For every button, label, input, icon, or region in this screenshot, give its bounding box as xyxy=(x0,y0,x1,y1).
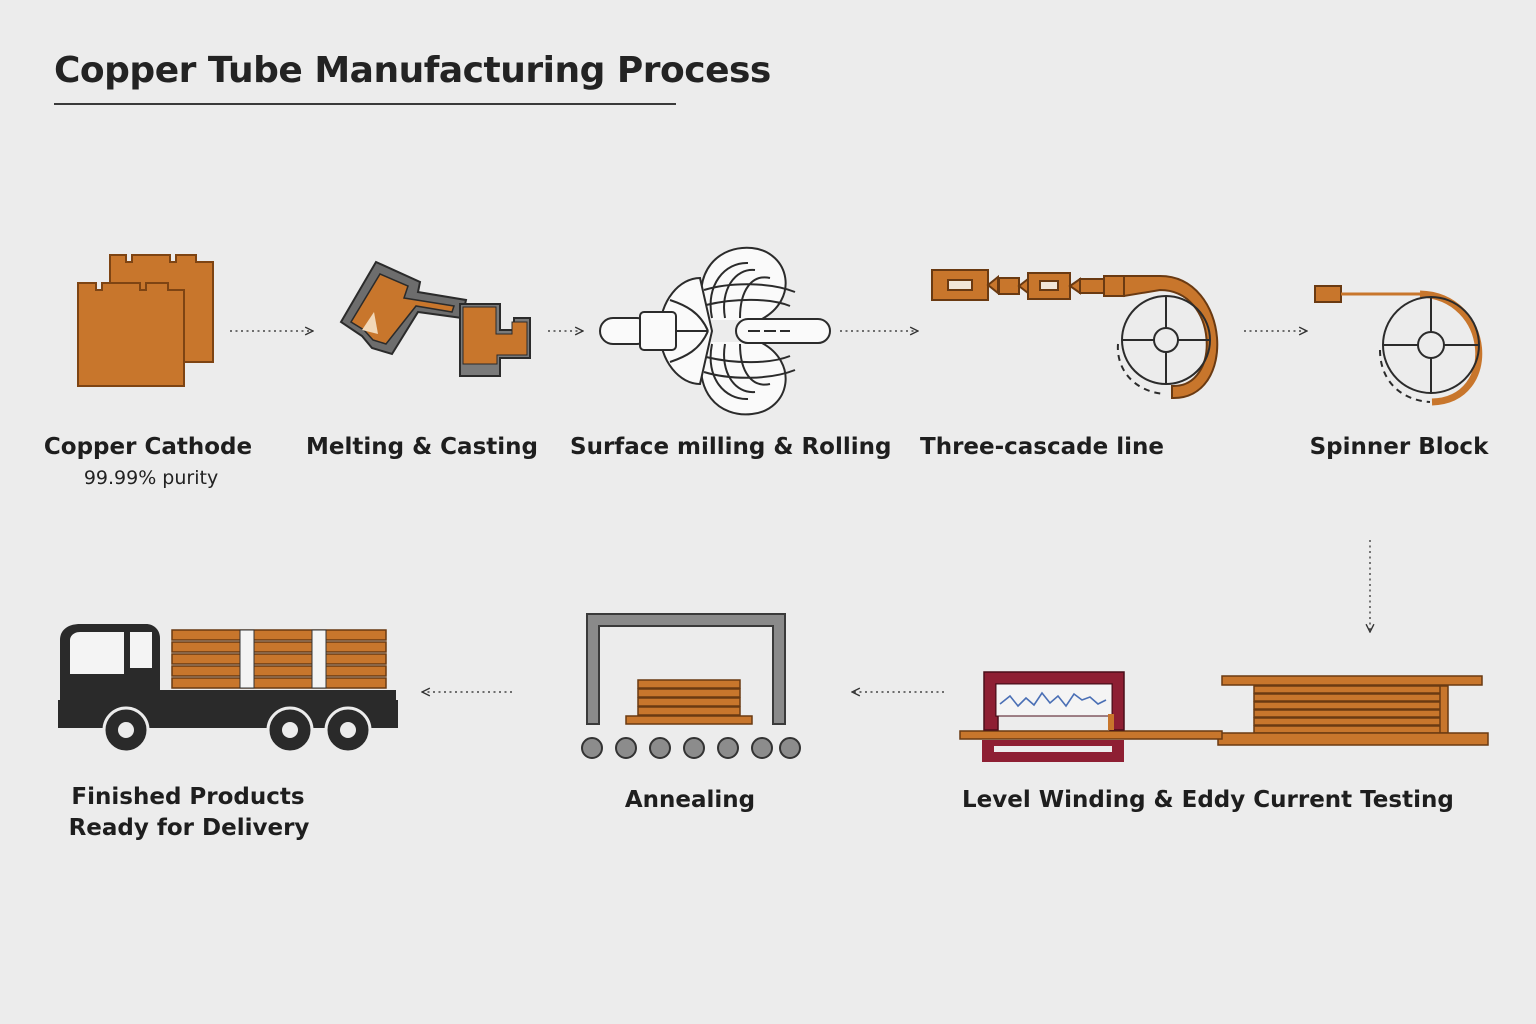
copper-plates-icon xyxy=(77,254,214,387)
level-winding-icon xyxy=(1217,675,1489,746)
step-label-three-cascade-line: Three-cascade line xyxy=(920,434,1164,460)
step-label-melting-casting: Melting & Casting xyxy=(306,434,538,460)
rolling-mill-icon xyxy=(599,246,831,416)
step-label-level-winding-eddy: Level Winding & Eddy Current Testing xyxy=(962,787,1454,813)
step-sublabel-purity: 99.99% purity xyxy=(83,467,219,489)
step-label-spinner-block: Spinner Block xyxy=(1309,434,1489,460)
title-underline xyxy=(54,103,676,105)
step-label-finished-products: Finished Products xyxy=(71,784,305,810)
cascade-drawing-icon xyxy=(931,269,1219,400)
step-label-annealing: Annealing xyxy=(624,787,756,813)
step-label-surface-milling-rolling: Surface milling & Rolling xyxy=(570,434,892,460)
step-label-ready-for-delivery: Ready for Delivery xyxy=(68,815,310,841)
casting-furnace-icon xyxy=(339,260,531,377)
step-label-copper-cathode: Copper Cathode xyxy=(43,434,253,460)
eddy-current-tester-icon xyxy=(959,671,1223,762)
spinner-block-icon xyxy=(1314,285,1483,406)
delivery-truck-icon xyxy=(58,624,398,754)
page-title: Copper Tube Manufacturing Process xyxy=(54,50,771,91)
cascade-drum-icon xyxy=(1116,295,1211,395)
annealing-furnace-icon xyxy=(581,613,801,759)
